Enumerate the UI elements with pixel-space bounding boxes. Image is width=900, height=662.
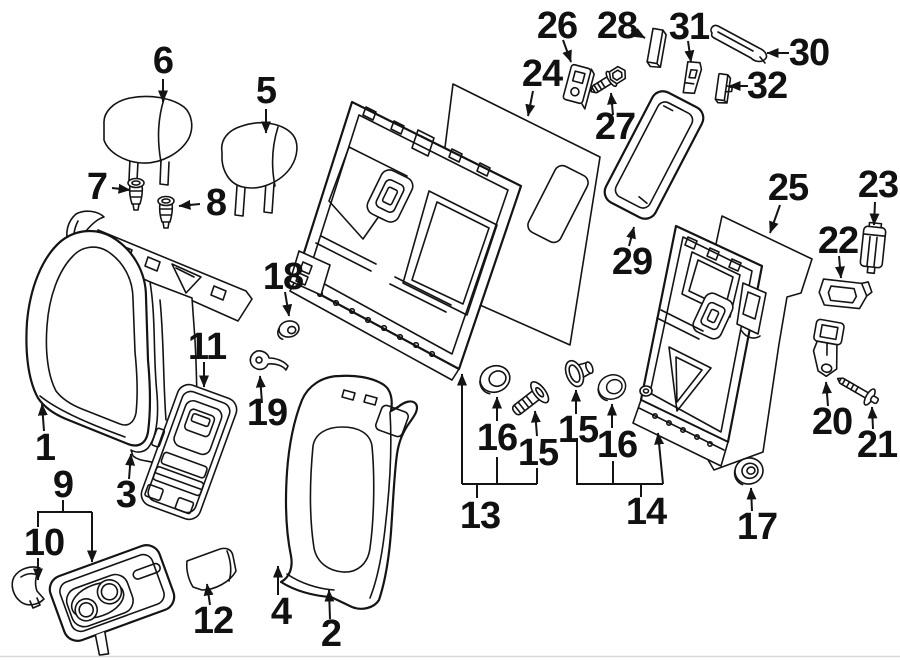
callout-label-20-21: 20	[812, 401, 852, 443]
callout-label-1-0: 1	[35, 427, 56, 469]
part-guide-sleeve-23	[859, 221, 887, 275]
callout-27-arrow-0	[607, 92, 618, 116]
callout-8-arrow-0	[178, 199, 201, 210]
part-clip-32	[714, 72, 733, 104]
part-bracket-26	[562, 63, 595, 110]
callout-label-7-6: 7	[87, 166, 107, 208]
part-headrest-6	[103, 95, 193, 186]
callout-label-26-27: 26	[537, 5, 577, 47]
callout-label-23-24: 23	[858, 164, 898, 206]
callout-17-arrow-0	[746, 487, 757, 512]
callout-label-12-11: 12	[193, 600, 233, 642]
callout-label-2-1: 2	[321, 613, 341, 655]
callout-31-arrow-0	[684, 40, 695, 63]
callout-label-9-8: 9	[53, 464, 73, 506]
callout-19-arrow-0	[255, 375, 266, 404]
part-hook-19	[249, 350, 289, 371]
callout-18-arrow-0	[282, 291, 293, 317]
part-rod-30	[710, 24, 768, 64]
callout-label-25-26: 25	[768, 167, 809, 209]
part-grommet-17	[733, 457, 764, 486]
callout-label-24-25: 24	[522, 53, 563, 95]
part-strip-31	[682, 60, 703, 95]
part-hook-18	[277, 320, 300, 341]
callout-label-11-10: 11	[188, 326, 227, 368]
callout-label-5-4: 5	[256, 70, 277, 112]
callout-label-22-23: 22	[818, 220, 858, 262]
callout-7-arrow-0	[111, 183, 131, 194]
part-seatback-frame-14	[632, 224, 767, 467]
part-grommet-16-left	[474, 360, 515, 398]
callout-25-arrow-0	[769, 204, 781, 234]
part-latch-20	[812, 318, 845, 378]
callout-label-31-32: 31	[669, 6, 710, 48]
callout-label-16-15: 16	[477, 417, 517, 459]
part-screw-15-left	[511, 381, 550, 416]
callout-9-bracket-1	[37, 511, 92, 527]
part-bushing-15-right	[564, 359, 594, 388]
callout-29-arrow-0	[626, 226, 636, 247]
callout-label-27-28: 27	[595, 106, 635, 148]
part-armrest-frame-11	[140, 383, 238, 521]
callout-label-8-7: 8	[206, 182, 226, 224]
part-headrest-guide-pin-7	[127, 177, 145, 211]
part-bolt-21	[836, 377, 880, 406]
part-armrest-cupholder-9	[48, 544, 176, 656]
callout-28-arrow-0	[630, 27, 646, 39]
callout-label-19-20: 19	[247, 392, 287, 434]
part-pad-12	[185, 547, 237, 591]
callout-label-32-33: 32	[747, 65, 787, 107]
callout-14-bracket-0	[576, 438, 663, 485]
callout-label-21-22: 21	[857, 424, 898, 466]
callout-label-10-9: 10	[24, 522, 64, 564]
part-bolt-27	[590, 65, 627, 94]
callout-label-15-14: 15	[518, 432, 559, 474]
callout-label-3-2: 3	[116, 474, 136, 516]
callout-label-16-17: 16	[597, 424, 637, 466]
part-headrest-guide-pin-8	[157, 195, 175, 229]
callout-label-30-31: 30	[789, 32, 829, 74]
callout-14-arrow-0	[654, 432, 665, 485]
part-strip-28	[646, 27, 667, 69]
callout-26-arrow-0	[562, 39, 572, 63]
part-seatback-frame-13	[289, 100, 523, 381]
part-headrest-5	[220, 122, 298, 217]
callout-15-arrow-0	[530, 410, 541, 437]
callout-label-18-19: 18	[263, 256, 303, 298]
callout-label-17-18: 17	[737, 506, 777, 548]
callout-label-13-12: 13	[460, 495, 500, 537]
callout-label-4-3: 4	[271, 591, 292, 633]
callout-label-15-16: 15	[558, 409, 599, 451]
part-trim-frame-29	[603, 90, 705, 220]
callout-2-arrow-0	[324, 589, 335, 620]
callout-3-arrow-0	[125, 453, 136, 480]
callout-label-6-5: 6	[153, 40, 173, 82]
callout-21-arrow-0	[867, 406, 878, 430]
callout-label-28-29: 28	[597, 5, 637, 47]
callout-22-arrow-0	[834, 255, 845, 279]
callout-23-arrow-0	[869, 201, 880, 226]
callout-label-14-13: 14	[626, 491, 667, 533]
callout-1-arrow-0	[37, 403, 48, 432]
callout-24-arrow-0	[525, 90, 536, 117]
part-grommet-16-right	[593, 370, 630, 404]
callout-12-arrow-0	[203, 583, 214, 606]
part-guide-bracket-22	[818, 278, 873, 310]
callout-20-arrow-0	[821, 381, 832, 407]
part-bracket-10	[11, 566, 45, 609]
callout-label-29-30: 29	[612, 241, 652, 283]
part-seatback-cushion-2	[279, 374, 419, 610]
part-seatback-cushion-1	[25, 229, 151, 447]
